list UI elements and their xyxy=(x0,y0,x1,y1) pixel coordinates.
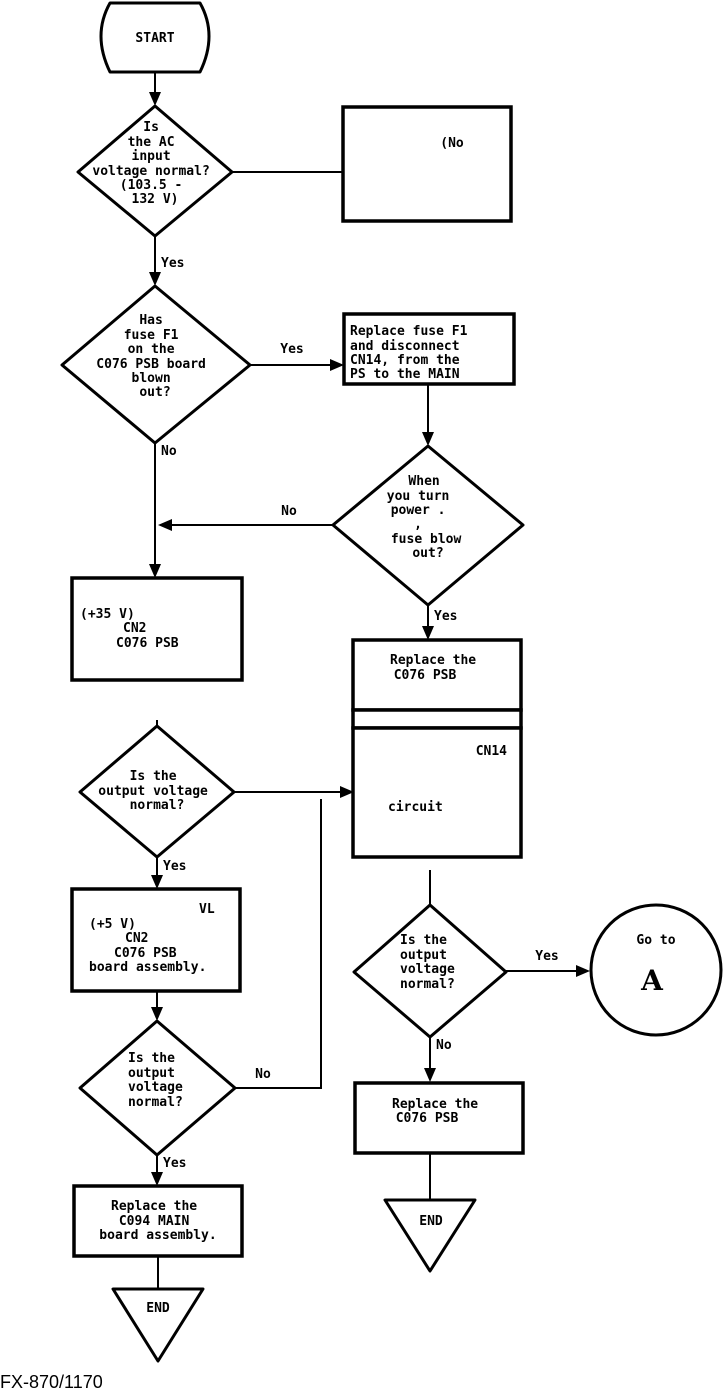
decision-fuse-blown: Has fuse F1 on the C076 PSB board blown … xyxy=(60,284,252,445)
box-cn14-circuit: CN14 circuit xyxy=(351,726,523,859)
edge-label-yes: Yes xyxy=(535,949,558,964)
box-replace-psb-1: Replace the C076 PSB xyxy=(351,638,523,712)
edge-label-no: No xyxy=(281,504,297,519)
footer-model-label: FX-870/1170 xyxy=(0,1372,103,1392)
box-ac-no-text: (No xyxy=(440,136,464,151)
arrow-icon xyxy=(151,1007,163,1021)
arrow-icon xyxy=(149,272,161,286)
box-cn14-label: CN14 xyxy=(476,744,507,759)
arrow-icon xyxy=(340,786,354,798)
box-replace-main-text: Replace the C094 MAIN board assembly. xyxy=(99,1199,216,1243)
box-35v-text: (+35 V) CN2 C076 PSB xyxy=(80,607,179,651)
box-replace-psb-2-text: Replace the C076 PSB xyxy=(392,1097,486,1126)
box-check-35v: (+35 V) CN2 C076 PSB xyxy=(70,576,244,682)
decision-power-fuse: When you turn power . , fuse blow out? xyxy=(331,444,525,607)
end-right-label: END xyxy=(419,1214,443,1229)
decision-output-2: Is the output voltage normal? xyxy=(78,1019,237,1157)
edge-label-yes: Yes xyxy=(163,859,186,874)
end-right-node: END xyxy=(383,1198,477,1273)
box-5v-text: VL (+5 V) CN2 C076 PSB board assembly. xyxy=(89,902,222,975)
box-check-5v: VL (+5 V) CN2 C076 PSB board assembly. xyxy=(70,887,242,993)
start-node: START xyxy=(99,1,211,74)
edge-label-yes: Yes xyxy=(434,609,457,624)
edge-label-yes: Yes xyxy=(280,342,303,357)
box-cn14-circuit-label: circuit xyxy=(388,800,443,815)
edge-label-yes: Yes xyxy=(161,256,184,271)
end-left-label: END xyxy=(146,1301,170,1316)
decision-ac-voltage: Is the AC input voltage normal? (103.5 -… xyxy=(76,104,234,238)
start-label: START xyxy=(135,31,174,46)
decision-output-3: Is the output voltage normal? xyxy=(352,903,508,1039)
box-ac-no: (No xyxy=(341,105,513,223)
arrow-icon xyxy=(158,519,172,531)
box-replace-fuse: Replace fuse F1 and disconnect CN14, fro… xyxy=(342,312,516,386)
arrow-icon xyxy=(330,359,344,371)
arrow-icon xyxy=(424,1068,436,1082)
decision-ac-text: Is the AC input voltage normal? (103.5 -… xyxy=(92,120,217,207)
connector-letter: A xyxy=(640,964,664,997)
edge-out2-no xyxy=(235,799,322,1089)
arrow-icon xyxy=(151,875,163,889)
box-replace-main: Replace the C094 MAIN board assembly. xyxy=(72,1184,244,1258)
box-replace-fuse-text: Replace fuse F1 and disconnect CN14, fro… xyxy=(350,324,475,382)
connector-goto-a[interactable]: Go to A xyxy=(589,903,723,1037)
decision-out1-text: Is the output voltage normal? xyxy=(98,769,215,813)
decision-power-text: When you turn power . , fuse blow out? xyxy=(387,474,469,561)
arrow-icon xyxy=(422,432,434,446)
edge-label-no: No xyxy=(436,1038,452,1053)
edge-label-yes: Yes xyxy=(163,1156,186,1171)
arrow-icon xyxy=(151,1172,163,1186)
decision-out3-text: Is the output voltage normal? xyxy=(400,933,463,992)
box-replace-psb-2: Replace the C076 PSB xyxy=(353,1081,525,1155)
end-left-node: END xyxy=(111,1287,205,1363)
edge-label-no: No xyxy=(161,444,177,459)
edge-label-no: No xyxy=(255,1067,271,1082)
decision-output-1: Is the output voltage normal? xyxy=(78,724,236,859)
arrow-icon xyxy=(576,965,590,977)
decision-out2-text: Is the output voltage normal? xyxy=(128,1051,191,1110)
box-replace-psb-1-text: Replace the C076 PSB xyxy=(390,653,484,683)
arrow-icon xyxy=(149,92,161,106)
arrow-icon xyxy=(422,626,434,640)
decision-fuse-text: Has fuse F1 on the C076 PSB board blown … xyxy=(96,313,213,400)
arrow-icon xyxy=(149,564,161,578)
box-separator xyxy=(351,708,523,730)
connector-goto-label: Go to xyxy=(636,933,675,948)
